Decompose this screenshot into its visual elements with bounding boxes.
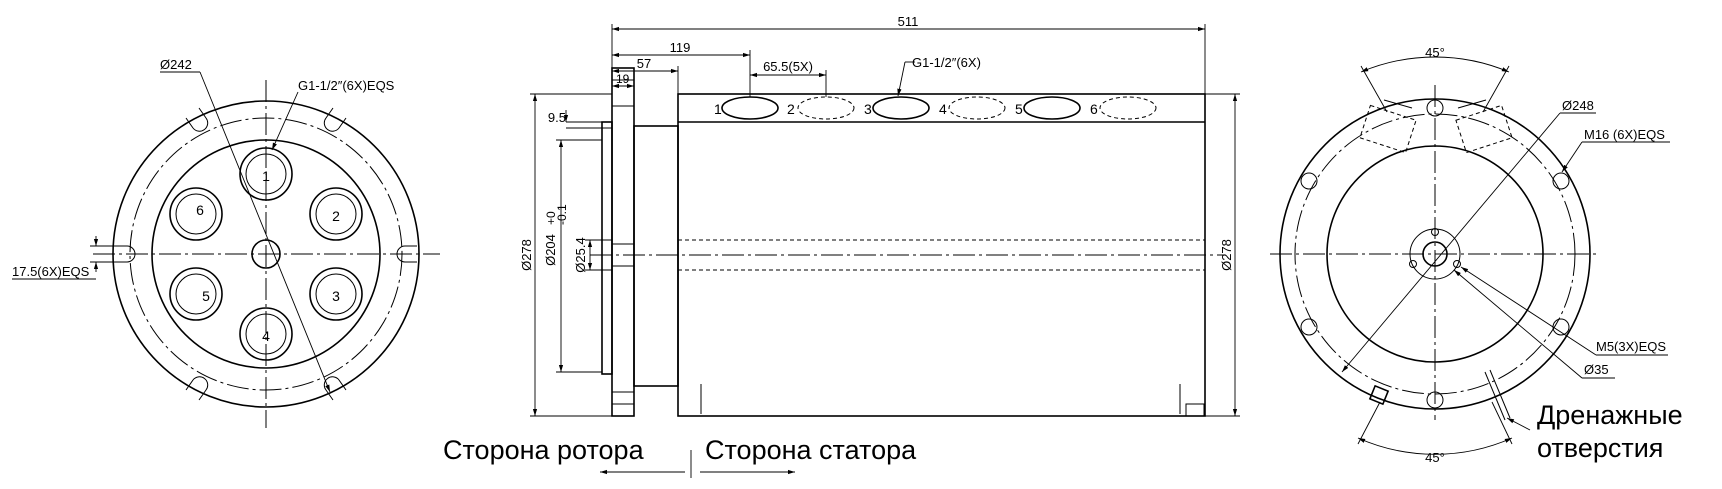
rotor-spigot: [601, 121, 613, 375]
rotor-flange: [611, 67, 635, 417]
port-circles: [169, 147, 363, 361]
slot-left: [115, 245, 136, 263]
dim-119-label: 119: [670, 40, 691, 55]
angle-top-arc: [1360, 56, 1510, 73]
port-label-5: 5: [202, 288, 210, 304]
dim-57-label: 57: [637, 56, 651, 71]
slot-right: [396, 245, 417, 263]
side-view: 1 2 3 4 5 6 511 119 57 19 65.5(5X) G1-1/…: [443, 14, 1240, 478]
rotor-side-label: Сторона ротора: [443, 435, 645, 465]
dim-19-label: 19: [616, 72, 630, 86]
dim-278-right-label: Ø278: [1219, 239, 1234, 271]
stator-end-view: 45° 45° Ø248 M16 (6X)EQS M5(3X)EQS Ø35 Д…: [1270, 45, 1683, 465]
side-port-1: 1: [714, 101, 722, 117]
drain-label-line2: отверстия: [1537, 433, 1663, 463]
angle-bottom-label: 45°: [1425, 450, 1445, 465]
port-thread-label: G1-1/2″(6X)EQS: [298, 78, 395, 93]
angle-bottom-arc: [1357, 437, 1513, 455]
drain-label-line1: Дренажные: [1537, 400, 1683, 430]
d242-leader: [199, 71, 331, 393]
port-label-3: 3: [332, 288, 340, 304]
dim-278-left-label: Ø278: [519, 239, 534, 271]
side-port-2: 2: [787, 101, 795, 117]
dim-pitch-label: 65.5(5X): [763, 59, 813, 74]
slot-bottom-right: [323, 376, 347, 401]
dim-204-label: Ø204: [543, 234, 558, 266]
port-label-6: 6: [196, 202, 204, 218]
side-port-4: 4: [939, 101, 947, 117]
port-label-2: 2: [332, 208, 340, 224]
slot-dim-label: 17.5(6X)EQS: [12, 264, 90, 279]
dim-511-label: 511: [898, 14, 919, 29]
m5-label: M5(3X)EQS: [1596, 339, 1666, 354]
slot-top-left: [185, 107, 209, 132]
port-thread-leader: [271, 91, 299, 151]
port-label-4: 4: [262, 328, 270, 344]
d242-label: Ø242: [160, 57, 192, 72]
rotor-end-view: 1 2 3 4 5 6 Ø242 G1-1/2″(6X)EQS 17.5(6X)…: [12, 57, 440, 428]
m16-holes: [1300, 99, 1570, 409]
port-label-1: 1: [262, 168, 270, 184]
side-port-6: 6: [1090, 101, 1098, 117]
slot-top-right: [323, 107, 347, 132]
m16-label: M16 (6X)EQS: [1584, 127, 1665, 142]
side-port-5: 5: [1015, 101, 1023, 117]
rotor-neck: [633, 125, 679, 387]
dim-204-tol-low: -0.1: [555, 204, 569, 225]
side-ports: [721, 96, 1157, 120]
angle-top-label: 45°: [1425, 45, 1445, 60]
dim-9-5-label: 9.5: [548, 110, 566, 125]
d248-leader: [1341, 112, 1561, 373]
slot-bottom-left: [185, 376, 209, 401]
dim-204-tol-up: +0: [544, 211, 558, 225]
d248-label: Ø248: [1562, 98, 1594, 113]
dim-25-4-label: Ø25.4: [573, 237, 588, 272]
d35-label: Ø35: [1584, 362, 1609, 377]
side-port-3: 3: [864, 101, 872, 117]
stator-side-label: Сторона статора: [705, 435, 917, 465]
side-thread-label: G1-1/2″(6X): [912, 55, 981, 70]
